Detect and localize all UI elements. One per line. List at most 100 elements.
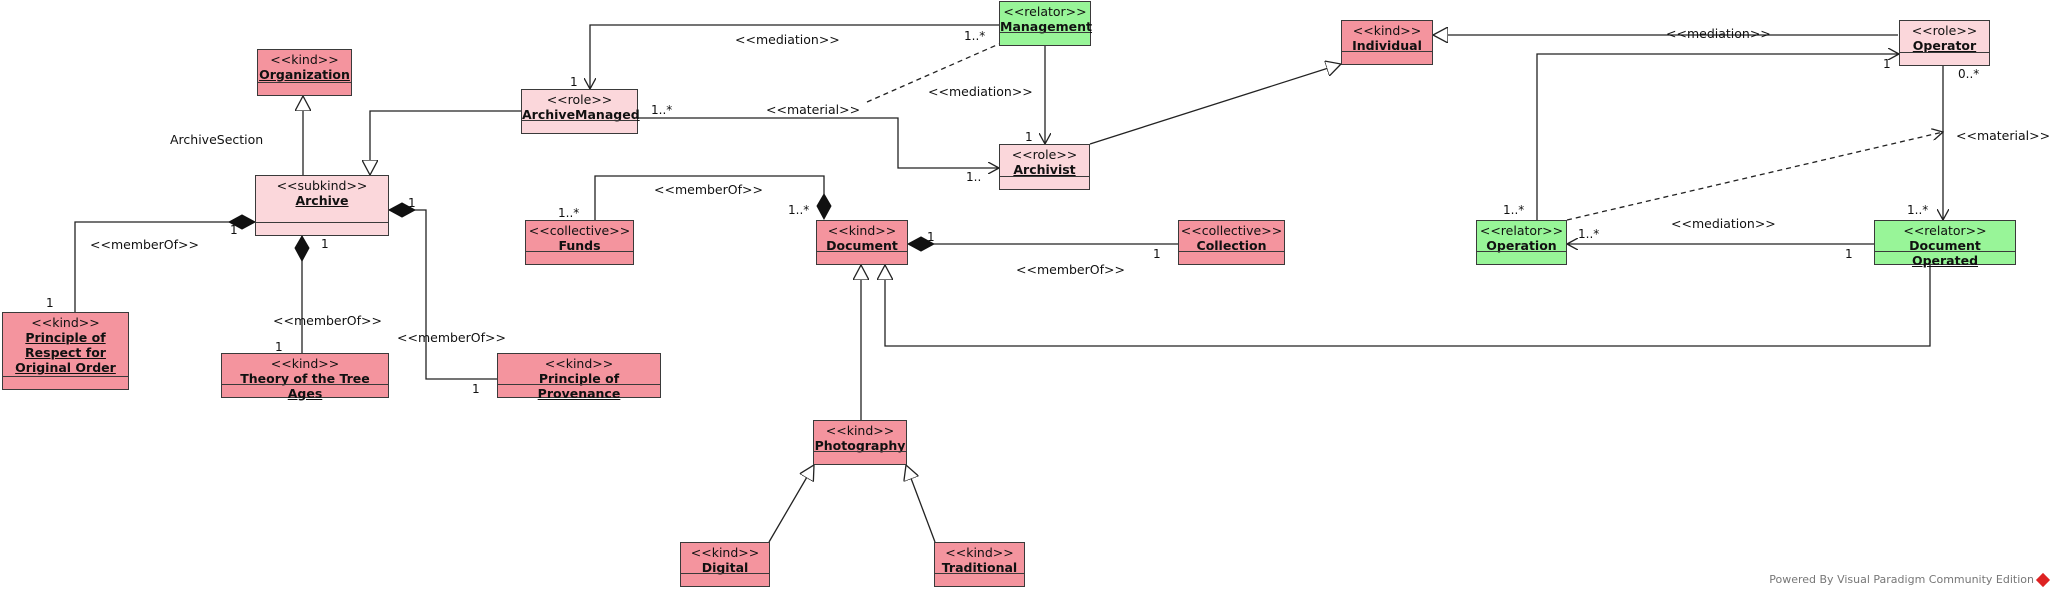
mult-archive-bottom: 1 — [321, 237, 329, 251]
archive-section-label: ArchiveSection — [170, 132, 264, 147]
label-material-mid: <<material>> — [766, 102, 861, 117]
management-stereotype: <<relator>> — [1003, 4, 1087, 19]
mult-respect-top: 1 — [46, 296, 54, 310]
mult-archivemanaged-top: 1 — [570, 75, 578, 89]
operator-name: Operator — [1912, 38, 1977, 53]
memberof-archive-provenance — [389, 209, 497, 380]
label-mediation-individual: <<mediation>> — [1666, 26, 1771, 41]
traditional-stereotype: <<kind>> — [945, 545, 1014, 560]
operator-box[interactable]: <<role>> Operator — [1899, 20, 1990, 66]
mult-operation-right: 1..* — [1578, 227, 1600, 241]
operation-box[interactable]: <<relator>> Operation — [1476, 220, 1567, 265]
label-memberof-funds: <<memberOf>> — [654, 182, 763, 197]
archivemanaged-stereotype: <<role>> — [546, 92, 613, 107]
mult-operator-bottom: 0..* — [1958, 67, 1980, 81]
mult-documentoperated-top: 1..* — [1907, 203, 1929, 217]
label-material-right: <<material>> — [1956, 128, 2051, 143]
generalization-documentoperated-document — [885, 265, 1931, 347]
collection-box[interactable]: <<collective>> Collection — [1178, 220, 1285, 265]
footer-text: Powered By Visual Paradigm Community Edi… — [1769, 573, 2034, 586]
principle-respect-name: Principle of Respect for Original Order — [15, 330, 116, 375]
traditional-box[interactable]: <<kind>> Traditional — [934, 542, 1025, 587]
archivist-stereotype: <<role>> — [1011, 147, 1078, 162]
archive-stereotype: <<subkind>> — [276, 178, 368, 193]
collection-name: Collection — [1196, 238, 1267, 253]
memberof-archive-respect — [74, 222, 255, 312]
principle-provenance-box[interactable]: <<kind>> Principle of Provenance — [497, 353, 661, 401]
mult-tree-top: 1 — [275, 340, 283, 354]
principle-provenance-stereotype: <<kind>> — [544, 356, 614, 371]
operation-name: Operation — [1486, 238, 1557, 253]
archivemanaged-name: ArchiveManaged — [522, 107, 640, 122]
operation-stereotype: <<relator>> — [1479, 223, 1564, 238]
mult-archivemanaged-right: 1..* — [651, 103, 673, 117]
label-mediation-mgmt: <<mediation>> — [928, 84, 1033, 99]
organization-box[interactable]: <<kind>> Organization — [257, 49, 352, 96]
label-memberof-provenance: <<memberOf>> — [397, 330, 506, 345]
visual-paradigm-logo-icon — [2035, 572, 2051, 588]
mult-funds-top: 1..* — [558, 206, 580, 220]
document-stereotype: <<kind>> — [827, 223, 897, 238]
composition-diamond-archive-tree — [294, 235, 310, 263]
mediation-operation-operator — [1536, 54, 1899, 220]
individual-box[interactable]: <<kind>> Individual — [1341, 20, 1433, 65]
generalization-traditional-photography — [906, 465, 936, 543]
mult-document-left: 1..* — [788, 203, 810, 217]
operator-stereotype: <<role>> — [1911, 23, 1978, 38]
document-box[interactable]: <<kind>> Document — [816, 220, 908, 265]
photography-box[interactable]: <<kind>> Photography — [813, 420, 907, 465]
principle-respect-box[interactable]: <<kind>> Principle of Respect for Origin… — [2, 312, 129, 390]
principle-provenance-name: Principle of Provenance — [537, 371, 621, 401]
archive-name: Archive — [295, 193, 349, 208]
mult-archive-right: 1 — [408, 196, 416, 210]
traditional-name: Traditional — [941, 560, 1018, 575]
documentoperated-stereotype: <<relator>> — [1903, 223, 1987, 238]
material-archivemanaged-archivist — [638, 117, 999, 168]
material-dashed-operation — [1566, 132, 1943, 221]
label-mediation-top: <<mediation>> — [735, 32, 840, 47]
mult-provenance-left: 1 — [472, 382, 480, 396]
mult-archivist-left: 1.. — [966, 170, 982, 184]
label-memberof-tree: <<memberOf>> — [273, 313, 382, 328]
documentoperated-box[interactable]: <<relator>> Document Operated — [1874, 220, 2016, 268]
digital-name: Digital — [701, 560, 749, 575]
collection-stereotype: <<collective>> — [1180, 223, 1283, 238]
mult-management-left: 1..* — [964, 29, 986, 43]
mult-operator-left: 1 — [1883, 57, 1891, 71]
organization-name: Organization — [259, 67, 350, 82]
label-memberof-collection: <<memberOf>> — [1016, 262, 1125, 277]
mult-archive-left: 1 — [230, 223, 238, 237]
composition-diamond-archive-provenance — [387, 202, 417, 218]
digital-stereotype: <<kind>> — [690, 545, 760, 560]
label-memberof-respect: <<memberOf>> — [90, 237, 199, 252]
archivist-name: Archivist — [1013, 162, 1076, 177]
mult-document-right: 1 — [927, 230, 935, 244]
individual-stereotype: <<kind>> — [1352, 23, 1422, 38]
principle-respect-stereotype: <<kind>> — [31, 315, 100, 330]
funds-stereotype: <<collective>> — [528, 223, 631, 238]
mult-documentoperated-left: 1 — [1845, 247, 1853, 261]
archive-box[interactable]: <<subkind>> Archive — [255, 175, 389, 236]
individual-name: Individual — [1352, 38, 1422, 53]
mult-archivist-top: 1 — [1025, 130, 1033, 144]
theory-tree-box[interactable]: <<kind>> Theory of the Tree Ages — [221, 353, 389, 401]
footer-credit: Powered By Visual Paradigm Community Edi… — [1769, 572, 2051, 588]
document-name: Document — [826, 238, 898, 253]
photography-stereotype: <<kind>> — [825, 423, 895, 438]
archivist-box[interactable]: <<role>> Archivist — [999, 144, 1090, 190]
composition-diamond-funds-document — [816, 193, 832, 221]
theory-tree-name: Theory of the Tree Ages — [240, 371, 370, 401]
documentoperated-name: Document Operated — [1909, 238, 1981, 268]
generalization-archivist-individual — [1089, 64, 1341, 145]
management-name: Management — [1000, 19, 1093, 34]
mult-collection-left: 1 — [1153, 247, 1161, 261]
management-box[interactable]: <<relator>> Management — [999, 1, 1093, 46]
photography-name: Photography — [814, 438, 906, 453]
generalization-digital-photography — [768, 465, 814, 543]
funds-box[interactable]: <<collective>> Funds — [525, 220, 634, 265]
digital-box[interactable]: <<kind>> Digital — [680, 542, 770, 587]
archivemanaged-box[interactable]: <<role>> ArchiveManaged — [521, 89, 640, 134]
composition-diamond-collection-document — [906, 236, 936, 252]
composition-diamond-archive-respect — [227, 214, 257, 230]
